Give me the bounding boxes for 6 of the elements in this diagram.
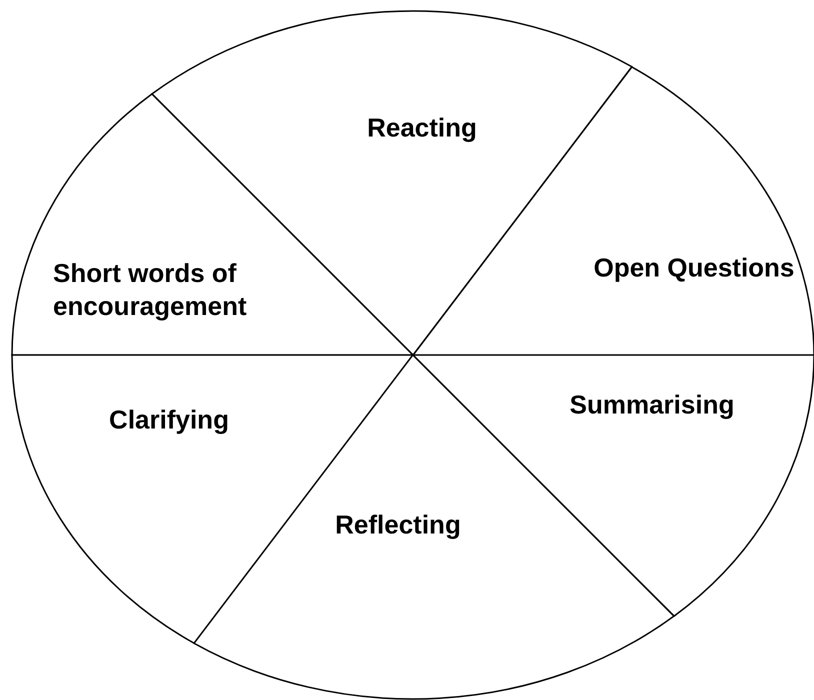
sector-label: Reflecting bbox=[335, 508, 461, 542]
sector-label: Short words of encouragement bbox=[53, 256, 248, 323]
sector-label: Open Questions bbox=[594, 251, 794, 284]
sector-label: Summarising bbox=[570, 388, 734, 422]
sector-label: Reacting bbox=[367, 112, 477, 144]
sector-label: Clarifying bbox=[109, 404, 229, 436]
